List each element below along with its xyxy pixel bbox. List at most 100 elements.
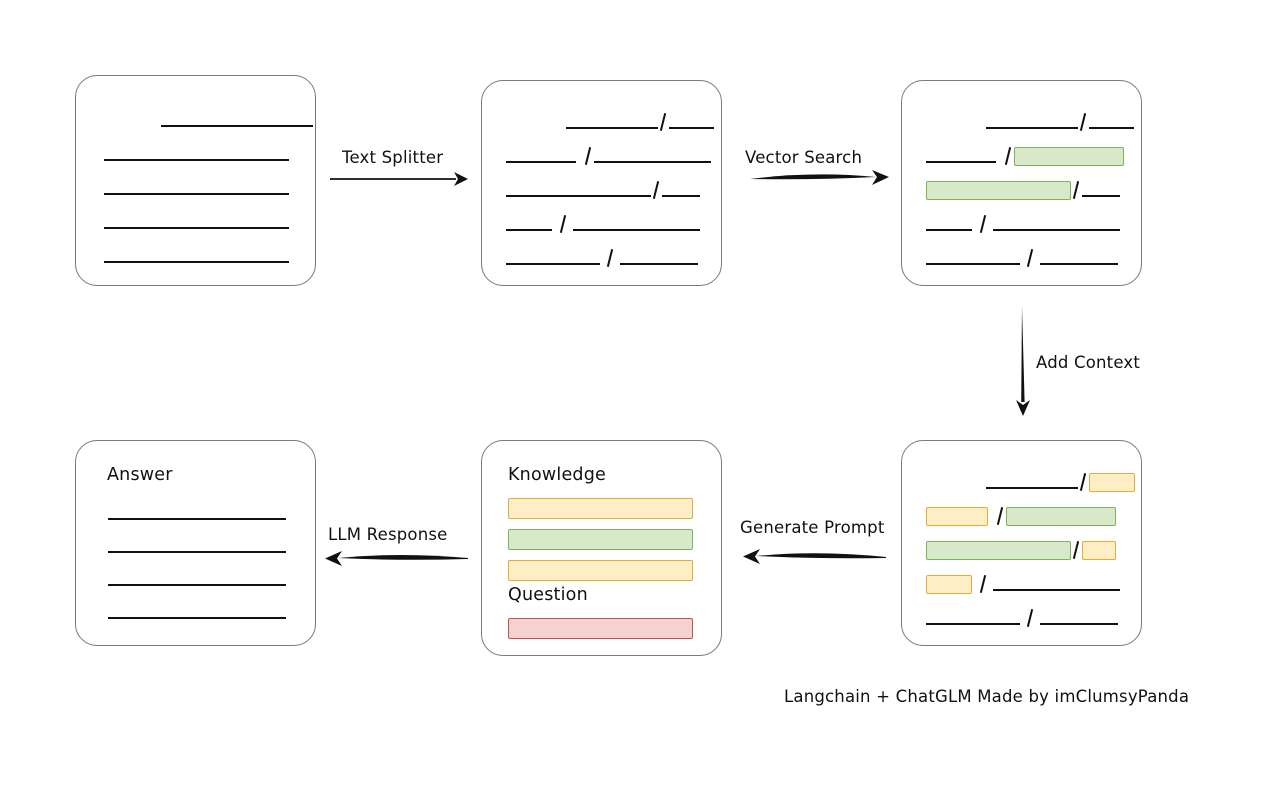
text-row bbox=[506, 114, 714, 130]
text-row bbox=[506, 148, 711, 164]
text-line-segment bbox=[594, 161, 711, 163]
text-line-segment bbox=[573, 229, 700, 231]
card-context-chunks[interactable] bbox=[901, 440, 1142, 646]
highlight-chip-yellow bbox=[926, 506, 988, 526]
text-line-segment bbox=[1089, 127, 1134, 129]
card-prompt[interactable]: Knowledge Question bbox=[481, 440, 722, 656]
highlight-chip-yellow bbox=[1089, 472, 1135, 492]
text-line-segment bbox=[1082, 195, 1120, 197]
text-row bbox=[926, 540, 1116, 560]
text-line-segment bbox=[620, 263, 698, 265]
card-answer[interactable]: Answer bbox=[75, 440, 316, 646]
text-row bbox=[104, 248, 289, 264]
knowledge-bars bbox=[482, 441, 721, 655]
highlight-chip-yellow bbox=[1082, 540, 1116, 560]
answer-line bbox=[108, 584, 286, 586]
arrow-text-splitter bbox=[330, 172, 468, 186]
card-matched-chunks[interactable] bbox=[901, 80, 1142, 286]
text-row bbox=[926, 146, 1124, 166]
text-line-segment bbox=[104, 261, 289, 263]
knowledge-bar-yellow bbox=[508, 560, 693, 581]
question-bar-red bbox=[508, 618, 693, 639]
arrow-label-text-splitter: Text Splitter bbox=[342, 148, 444, 167]
text-line-segment bbox=[506, 161, 576, 163]
card-split-chunks[interactable] bbox=[481, 80, 722, 286]
text-line-segment bbox=[926, 263, 1020, 265]
text-line-segment bbox=[161, 125, 313, 127]
text-row bbox=[926, 114, 1134, 130]
arrow-label-llm-response: LLM Response bbox=[328, 525, 448, 544]
chunk-separator-slash bbox=[605, 249, 616, 267]
credit-text: Langchain + ChatGLM Made by imClumsyPand… bbox=[784, 687, 1190, 706]
text-line-segment bbox=[566, 127, 658, 129]
knowledge-label: Knowledge bbox=[508, 465, 606, 485]
chunk-separator-slash bbox=[978, 215, 989, 233]
arrow-label-add-context: Add Context bbox=[1036, 353, 1141, 372]
text-row bbox=[104, 180, 289, 196]
answer-line bbox=[108, 617, 286, 619]
arrow-llm-response bbox=[325, 551, 468, 566]
card-source-document[interactable] bbox=[75, 75, 316, 286]
chunk-separator-slash bbox=[583, 147, 594, 165]
text-row bbox=[104, 214, 289, 230]
knowledge-bar-yellow bbox=[508, 498, 693, 519]
text-line-segment bbox=[986, 127, 1078, 129]
chunk-separator-slash bbox=[1078, 473, 1089, 491]
text-line-segment bbox=[926, 623, 1020, 625]
arrow-label-generate-prompt: Generate Prompt bbox=[740, 518, 885, 537]
highlight-chip-green bbox=[1014, 146, 1124, 166]
text-row bbox=[104, 112, 313, 128]
answer-lines bbox=[76, 441, 315, 645]
arrow-add-context bbox=[1016, 306, 1030, 416]
text-line-segment bbox=[104, 159, 289, 161]
answer-line bbox=[108, 551, 286, 553]
text-row bbox=[506, 250, 698, 266]
highlight-chip-yellow bbox=[926, 574, 972, 594]
highlight-chip-green bbox=[1006, 506, 1116, 526]
text-line-segment bbox=[506, 229, 552, 231]
text-line-segment bbox=[104, 193, 289, 195]
text-line-segment bbox=[926, 229, 972, 231]
text-line-segment bbox=[506, 195, 651, 197]
answer-heading: Answer bbox=[107, 465, 173, 485]
text-line-segment bbox=[1040, 623, 1118, 625]
text-row bbox=[926, 250, 1118, 266]
question-bars bbox=[482, 441, 721, 655]
text-line-segment bbox=[104, 227, 289, 229]
arrow-vector-search bbox=[750, 170, 889, 185]
chunk-separator-slash bbox=[978, 575, 989, 593]
answer-line bbox=[108, 518, 286, 520]
knowledge-bar-green bbox=[508, 529, 693, 550]
chunk-separator-slash bbox=[651, 181, 662, 199]
text-row bbox=[926, 506, 1116, 526]
text-row bbox=[926, 574, 1120, 594]
highlight-chip-green bbox=[926, 540, 1071, 560]
text-line-segment bbox=[669, 127, 714, 129]
arrow-label-vector-search: Vector Search bbox=[745, 148, 863, 167]
text-line-segment bbox=[506, 263, 600, 265]
highlight-chip-green bbox=[926, 180, 1071, 200]
chunk-separator-slash bbox=[1071, 541, 1082, 559]
text-line-segment bbox=[993, 229, 1120, 231]
text-row bbox=[104, 146, 289, 162]
chunk-separator-slash bbox=[1003, 147, 1014, 165]
text-row bbox=[506, 216, 700, 232]
text-line-segment bbox=[993, 589, 1120, 591]
chunk-separator-slash bbox=[1071, 181, 1082, 199]
text-line-segment bbox=[1040, 263, 1118, 265]
chunk-separator-slash bbox=[558, 215, 569, 233]
text-row bbox=[506, 182, 700, 198]
text-row bbox=[926, 216, 1120, 232]
question-label: Question bbox=[508, 585, 588, 605]
text-row bbox=[926, 472, 1135, 492]
text-row bbox=[926, 180, 1120, 200]
chunk-separator-slash bbox=[995, 507, 1006, 525]
text-row bbox=[926, 610, 1118, 626]
text-line-segment bbox=[926, 161, 996, 163]
chunk-separator-slash bbox=[1025, 249, 1036, 267]
chunk-separator-slash bbox=[658, 113, 669, 131]
chunk-separator-slash bbox=[1025, 609, 1036, 627]
arrow-generate-prompt bbox=[743, 549, 886, 564]
text-line-segment bbox=[662, 195, 700, 197]
